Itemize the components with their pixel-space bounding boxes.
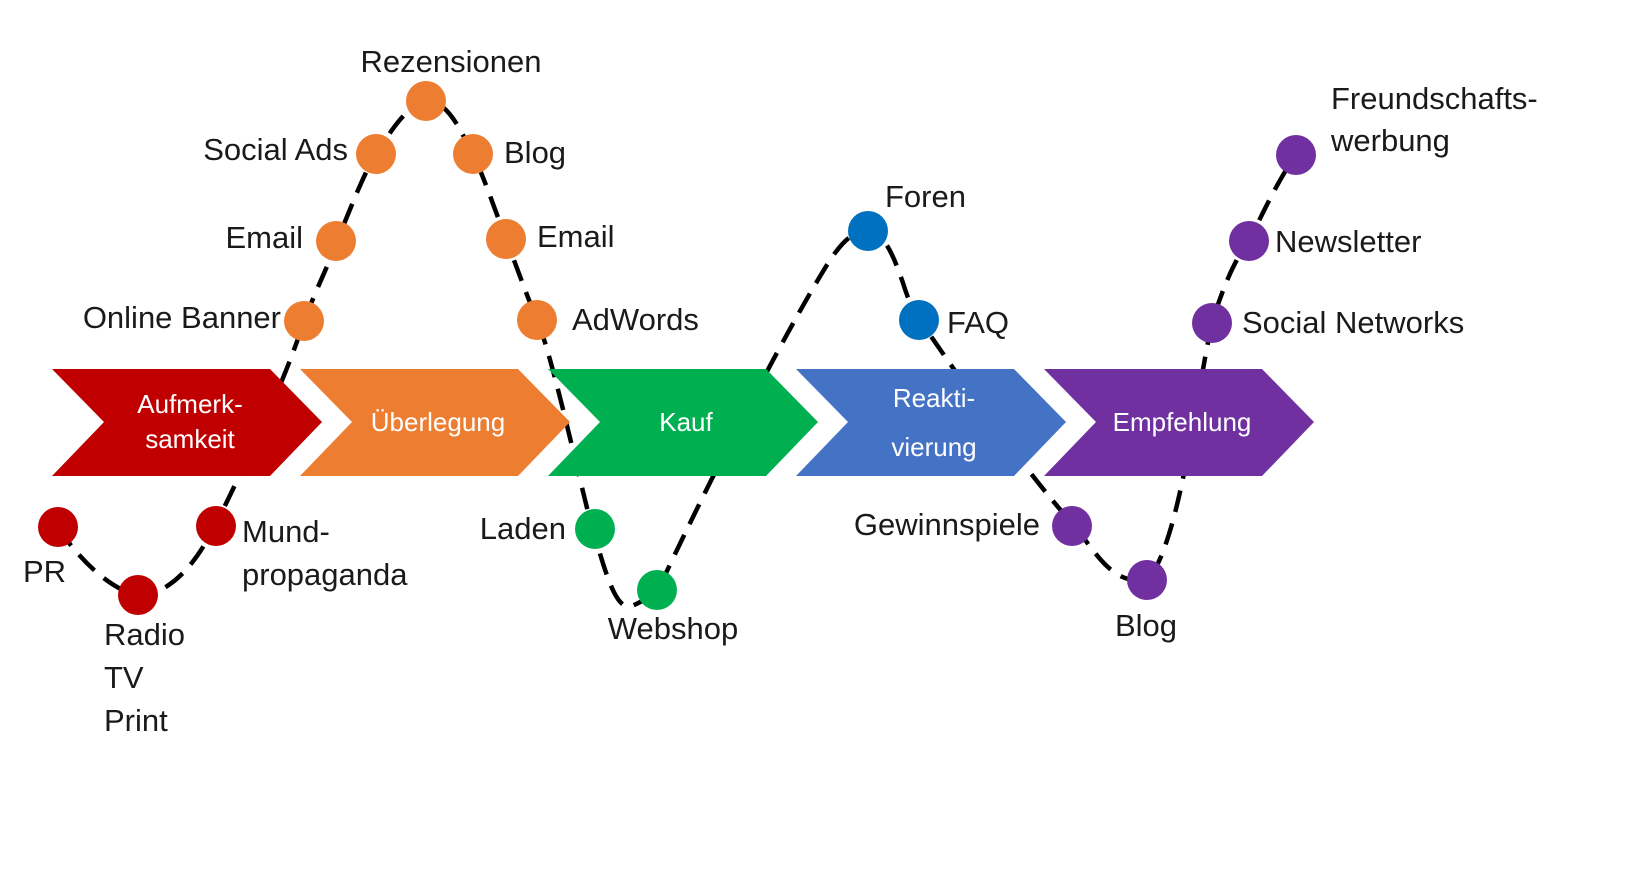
label-mund: Mund-	[242, 514, 330, 549]
stage-reaktivierung-line2: vierung	[891, 432, 976, 462]
label-gewinnspiele: Gewinnspiele	[854, 507, 1040, 542]
label-blog-bottom: Blog	[1115, 608, 1177, 643]
stage-reaktivierung: Reakti- vierung	[796, 369, 1066, 476]
journey-path	[56, 98, 1298, 609]
stage-aufmerksamkeit-line2: samkeit	[145, 424, 235, 454]
dot-radio-tv-print	[118, 575, 158, 615]
dot-mundpropaganda	[196, 506, 236, 546]
stage-kauf: Kauf	[548, 369, 818, 476]
stage-ueberlegung: Überlegung	[300, 369, 570, 476]
label-online-banner: Online Banner	[83, 300, 281, 335]
label-pr: PR	[23, 554, 66, 589]
label-social-ads: Social Ads	[203, 132, 348, 167]
dot-blog-bottom	[1127, 560, 1167, 600]
stage-reaktivierung-arrow	[796, 369, 1066, 476]
dot-gewinnspiele	[1052, 506, 1092, 546]
dot-freundschaftswerbung	[1276, 135, 1316, 175]
stage-aufmerksamkeit-line1: Aufmerk-	[137, 389, 242, 419]
dot-online-banner	[284, 301, 324, 341]
stage-ueberlegung-label: Überlegung	[371, 407, 505, 437]
stage-kauf-label: Kauf	[659, 407, 713, 437]
dot-webshop	[637, 570, 677, 610]
dot-adwords	[517, 300, 557, 340]
label-foren: Foren	[885, 179, 966, 214]
label-newsletter: Newsletter	[1275, 224, 1421, 259]
label-email-right: Email	[537, 219, 615, 254]
dot-blog-top	[453, 134, 493, 174]
label-laden: Laden	[480, 511, 566, 546]
label-blog-top: Blog	[504, 135, 566, 170]
dot-faq	[899, 300, 939, 340]
label-print: Print	[104, 703, 168, 738]
label-adwords: AdWords	[572, 302, 699, 337]
label-faq: FAQ	[947, 305, 1009, 340]
touchpoint-labels: PR Radio TV Print Mund- propaganda Onlin…	[23, 44, 1538, 738]
dot-email-right	[486, 219, 526, 259]
stage-empfehlung-arrow	[1044, 369, 1314, 476]
label-freundschafts: Freundschafts-	[1331, 81, 1538, 116]
label-radio: Radio	[104, 617, 185, 652]
stage-kauf-arrow	[548, 369, 818, 476]
dot-foren	[848, 211, 888, 251]
stage-ueberlegung-arrow	[300, 369, 570, 476]
stage-empfehlung-label: Empfehlung	[1113, 407, 1252, 437]
dot-laden	[575, 509, 615, 549]
label-propaganda: propaganda	[242, 557, 408, 592]
dot-rezensionen	[406, 81, 446, 121]
label-email-left: Email	[225, 220, 303, 255]
dot-social-ads	[356, 134, 396, 174]
dot-pr	[38, 507, 78, 547]
label-social-networks: Social Networks	[1242, 305, 1464, 340]
label-werbung: werbung	[1330, 123, 1450, 158]
stage-empfehlung: Empfehlung	[1044, 369, 1314, 476]
stage-aufmerksamkeit-arrow	[52, 369, 322, 476]
touchpoint-dots	[38, 81, 1316, 615]
dot-email-left	[316, 221, 356, 261]
label-tv: TV	[104, 660, 144, 695]
dot-social-networks	[1192, 303, 1232, 343]
stage-reaktivierung-line1: Reakti-	[893, 383, 975, 413]
label-webshop: Webshop	[608, 611, 738, 646]
label-rezensionen: Rezensionen	[361, 44, 542, 79]
dot-newsletter	[1229, 221, 1269, 261]
stage-aufmerksamkeit: Aufmerk- samkeit	[52, 369, 322, 476]
